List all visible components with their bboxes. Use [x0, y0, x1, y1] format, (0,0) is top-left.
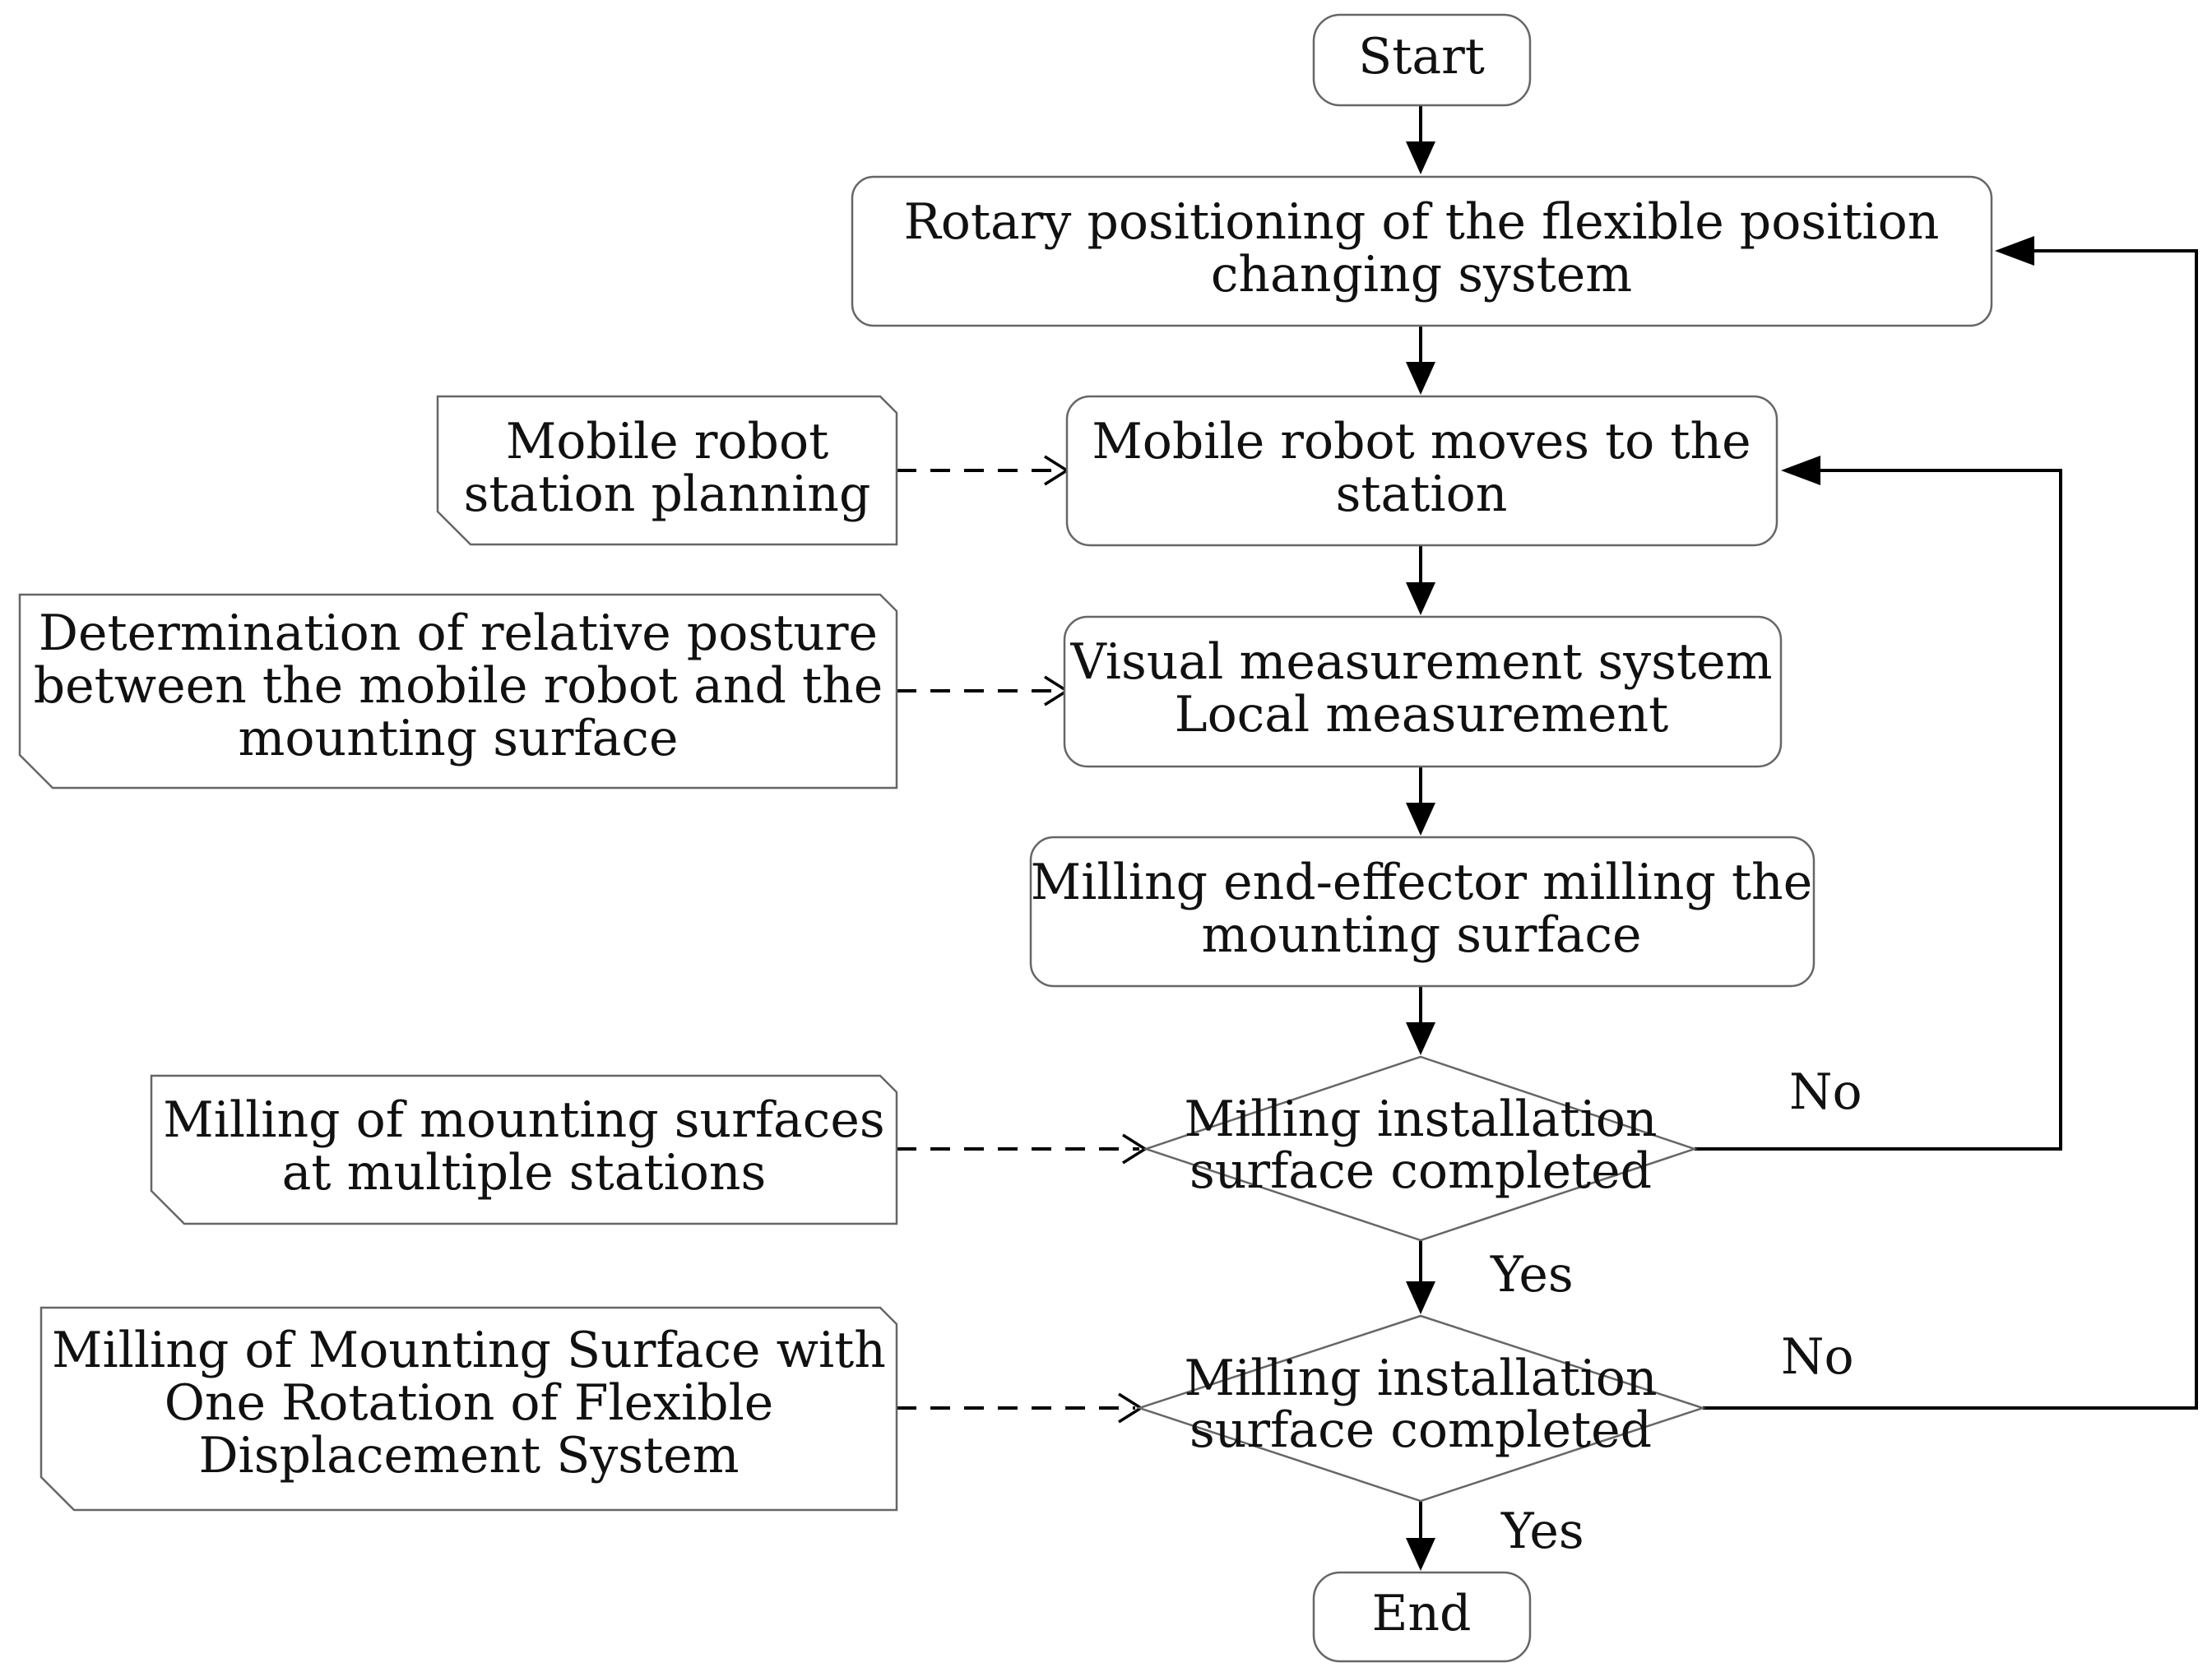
note-connectors — [897, 455, 1148, 1424]
rotary-positioning-line-1: Rotary positioning of the flexible posit… — [904, 193, 1940, 251]
arrow-head — [1406, 1022, 1435, 1055]
milling-end-effector-node: Milling end-effector milling the mountin… — [1029, 836, 1816, 988]
note-relative-posture-line-3: mounting surface — [239, 710, 679, 767]
arrow-head — [1406, 582, 1435, 615]
decision-1-yes-label: Yes — [1490, 1246, 1574, 1304]
decision-2-node: Milling installation surface completed — [1135, 1314, 1707, 1503]
rotary-positioning-line-2: changing system — [1211, 246, 1632, 303]
arrow-head — [1995, 236, 2034, 266]
note-multi-station-line-2: at multiple stations — [282, 1144, 767, 1202]
arrow-head — [1406, 141, 1435, 174]
arrow-head — [1781, 456, 1820, 485]
decision-2-yes-label: Yes — [1500, 1503, 1584, 1560]
note-one-rotation-line-2: One Rotation of Flexible — [165, 1374, 774, 1432]
arrow-head — [1406, 1281, 1435, 1314]
note-one-rotation: Milling of Mounting Surface with One Rot… — [39, 1306, 898, 1512]
visual-measurement-line-2: Local measurement — [1175, 686, 1669, 743]
note-multi-station: Milling of mounting surfaces at multiple… — [150, 1074, 898, 1225]
note-one-rotation-line-3: Displacement System — [198, 1427, 739, 1484]
note-relative-posture-line-1: Determination of relative posture — [39, 604, 878, 662]
decision-1-line-1: Milling installation — [1184, 1091, 1657, 1148]
robot-moves-line-2: station — [1336, 465, 1508, 523]
decision-2-line-2: surface completed — [1189, 1401, 1652, 1459]
robot-moves-line-1: Mobile robot moves to the — [1092, 413, 1751, 470]
note-station-planning: Mobile robot station planning — [436, 395, 898, 546]
visual-measurement-node: Visual measurement system Local measurem… — [1063, 615, 1783, 768]
start-node: Start — [1312, 13, 1532, 107]
decision-1-node: Milling installation surface completed — [1143, 1055, 1698, 1242]
note-station-planning-line-1: Mobile robot — [506, 413, 828, 470]
decision-1-no-label: No — [1789, 1063, 1862, 1121]
flow-connectors — [1406, 105, 2198, 1571]
end-node: End — [1312, 1571, 1532, 1663]
milling-end-effector-line-1: Milling end-effector milling the — [1031, 854, 1812, 911]
arrow-head — [1406, 803, 1435, 836]
note-one-rotation-line-1: Milling of Mounting Surface with — [52, 1322, 886, 1379]
milling-end-effector-line-2: mounting surface — [1202, 906, 1642, 964]
robot-moves-node: Mobile robot moves to the station — [1065, 395, 1778, 547]
note-relative-posture-line-2: between the mobile robot and the — [34, 657, 883, 715]
rotary-positioning-node: Rotary positioning of the flexible posit… — [851, 175, 1993, 327]
end-node-label: End — [1372, 1585, 1472, 1642]
decision-2-no-label: No — [1781, 1328, 1854, 1386]
note-multi-station-line-1: Milling of mounting surfaces — [163, 1091, 884, 1149]
decision-2-line-1: Milling installation — [1184, 1350, 1657, 1407]
visual-measurement-line-1: Visual measurement system — [1070, 633, 1773, 691]
arrow-head — [1406, 1538, 1435, 1571]
loop-decision-1-no — [1695, 469, 2062, 1151]
note-relative-posture: Determination of relative posture betwee… — [18, 593, 898, 790]
arrow-head — [1406, 362, 1435, 395]
note-station-planning-line-2: station planning — [464, 465, 871, 523]
loop-decision-2-no — [1703, 249, 2198, 1410]
start-node-label: Start — [1358, 28, 1485, 86]
decision-1-line-2: surface completed — [1189, 1142, 1652, 1200]
